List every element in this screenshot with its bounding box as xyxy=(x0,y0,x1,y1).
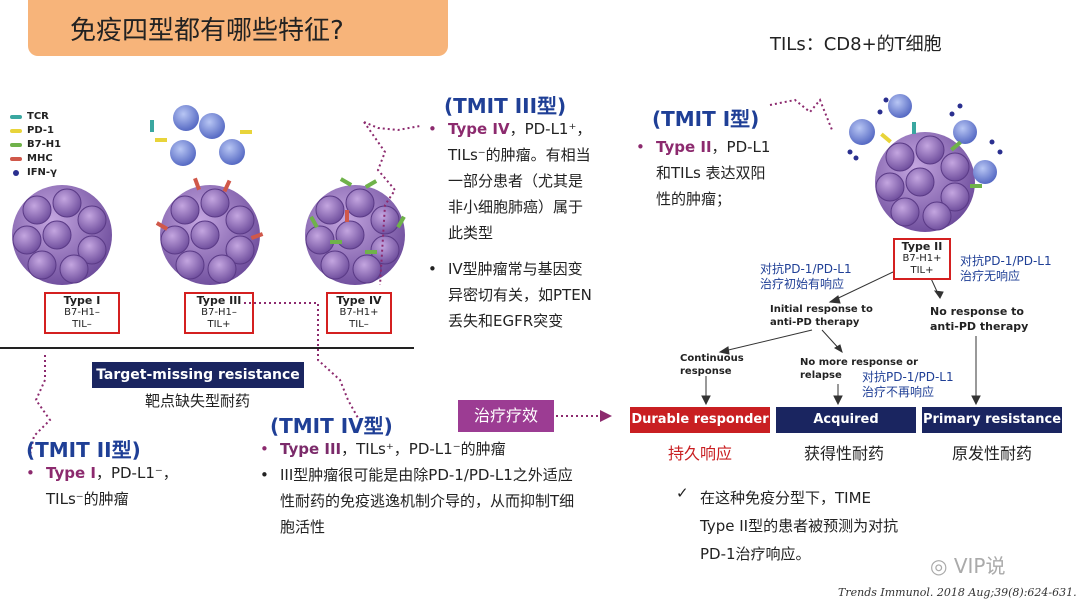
tmit2-text: Type I，PD-L1⁻， TILs⁻的肿瘤 xyxy=(22,460,242,512)
tmit4-bullet-2: III型肿瘤很可能是由除PD-1/PD-L1之外适应性耐药的免疫逃逸机制介导的，… xyxy=(256,462,636,540)
tmit4-heading: (TMIT IV型) xyxy=(270,414,393,438)
acquired-resistance-box: Acquired resistance xyxy=(776,407,916,453)
target-missing-bar: Target-missing resistance xyxy=(92,362,304,388)
baseline xyxy=(0,347,414,349)
legend-item-b7h1: B7-H1 xyxy=(10,138,61,152)
treatment-label: 治疗疗效 xyxy=(458,400,554,432)
legend: TCR PD-1 B7-H1 MHC IFN-γ xyxy=(10,110,61,180)
type4-box: Type IV B7-H1+ TIL– xyxy=(326,292,392,334)
tumor-type4 xyxy=(304,177,406,286)
page-title: 免疫四型都有哪些特征? xyxy=(70,16,344,46)
type1-box: Type I B7-H1– TIL– xyxy=(44,292,120,334)
tcr-swatch-icon xyxy=(10,115,22,119)
tmit2-bullet: Type I，PD-L1⁻， xyxy=(22,460,242,486)
target-missing-cn: 靶点缺失型耐药 xyxy=(145,392,251,410)
tumor-type2 xyxy=(847,94,1003,233)
title-banner xyxy=(28,0,448,56)
mhc-swatch-icon xyxy=(10,157,22,161)
legend-item-tcr: TCR xyxy=(10,110,61,124)
acquired-resistance-cn: 获得性耐药 xyxy=(804,444,885,463)
check-icon: ✓ xyxy=(676,484,689,502)
pd1-swatch-icon xyxy=(10,129,22,133)
b7h1-swatch-icon xyxy=(10,143,22,147)
tmit2-heading: (TMIT II型) xyxy=(26,438,141,462)
primary-resistance-cn: 原发性耐药 xyxy=(952,444,1033,463)
ifng-dot-icon xyxy=(13,170,19,176)
tmit2-line2: TILs⁻的肿瘤 xyxy=(46,490,129,508)
type3-box: Type III B7-H1– TIL+ xyxy=(184,292,254,334)
durable-responder-cn: 持久响应 xyxy=(668,444,733,463)
t-cells-type3 xyxy=(150,105,252,166)
tmit1-heading: (TMIT I型) xyxy=(652,107,760,131)
legend-item-mhc: MHC xyxy=(10,152,61,166)
durable-responder-box: Durable responder xyxy=(630,407,770,433)
wechat-icon: ◎ xyxy=(930,554,948,578)
tmit3-heading: (TMIT III型) xyxy=(444,94,567,118)
primary-resistance-box: Primary resistance xyxy=(922,407,1062,433)
legend-item-ifng: IFN-γ xyxy=(10,166,61,180)
type2-box: Type II B7-H1+ TIL+ xyxy=(893,238,951,280)
conclusion-text: 在这种免疫分型下，TIME Type II型的患者被预测为对抗 PD-1治疗响应… xyxy=(700,489,899,563)
tils-note: TILs：CD8+的T细胞 xyxy=(770,34,942,55)
tumor-illustrations xyxy=(11,105,406,286)
watermark: ◎ VIP说 xyxy=(930,554,1006,578)
citation: Trends Immunol. 2018 Aug;39(8):624-631. xyxy=(838,586,1077,599)
tumor-type3 xyxy=(155,177,264,286)
tmit4-text: Type III，TILs⁺，PD-L1⁻的肿瘤 III型肿瘤很可能是由除PD-… xyxy=(256,436,636,540)
tmit4-bullet-1: Type III，TILs⁺，PD-L1⁻的肿瘤 xyxy=(256,436,636,462)
legend-item-pd1: PD-1 xyxy=(10,124,61,138)
